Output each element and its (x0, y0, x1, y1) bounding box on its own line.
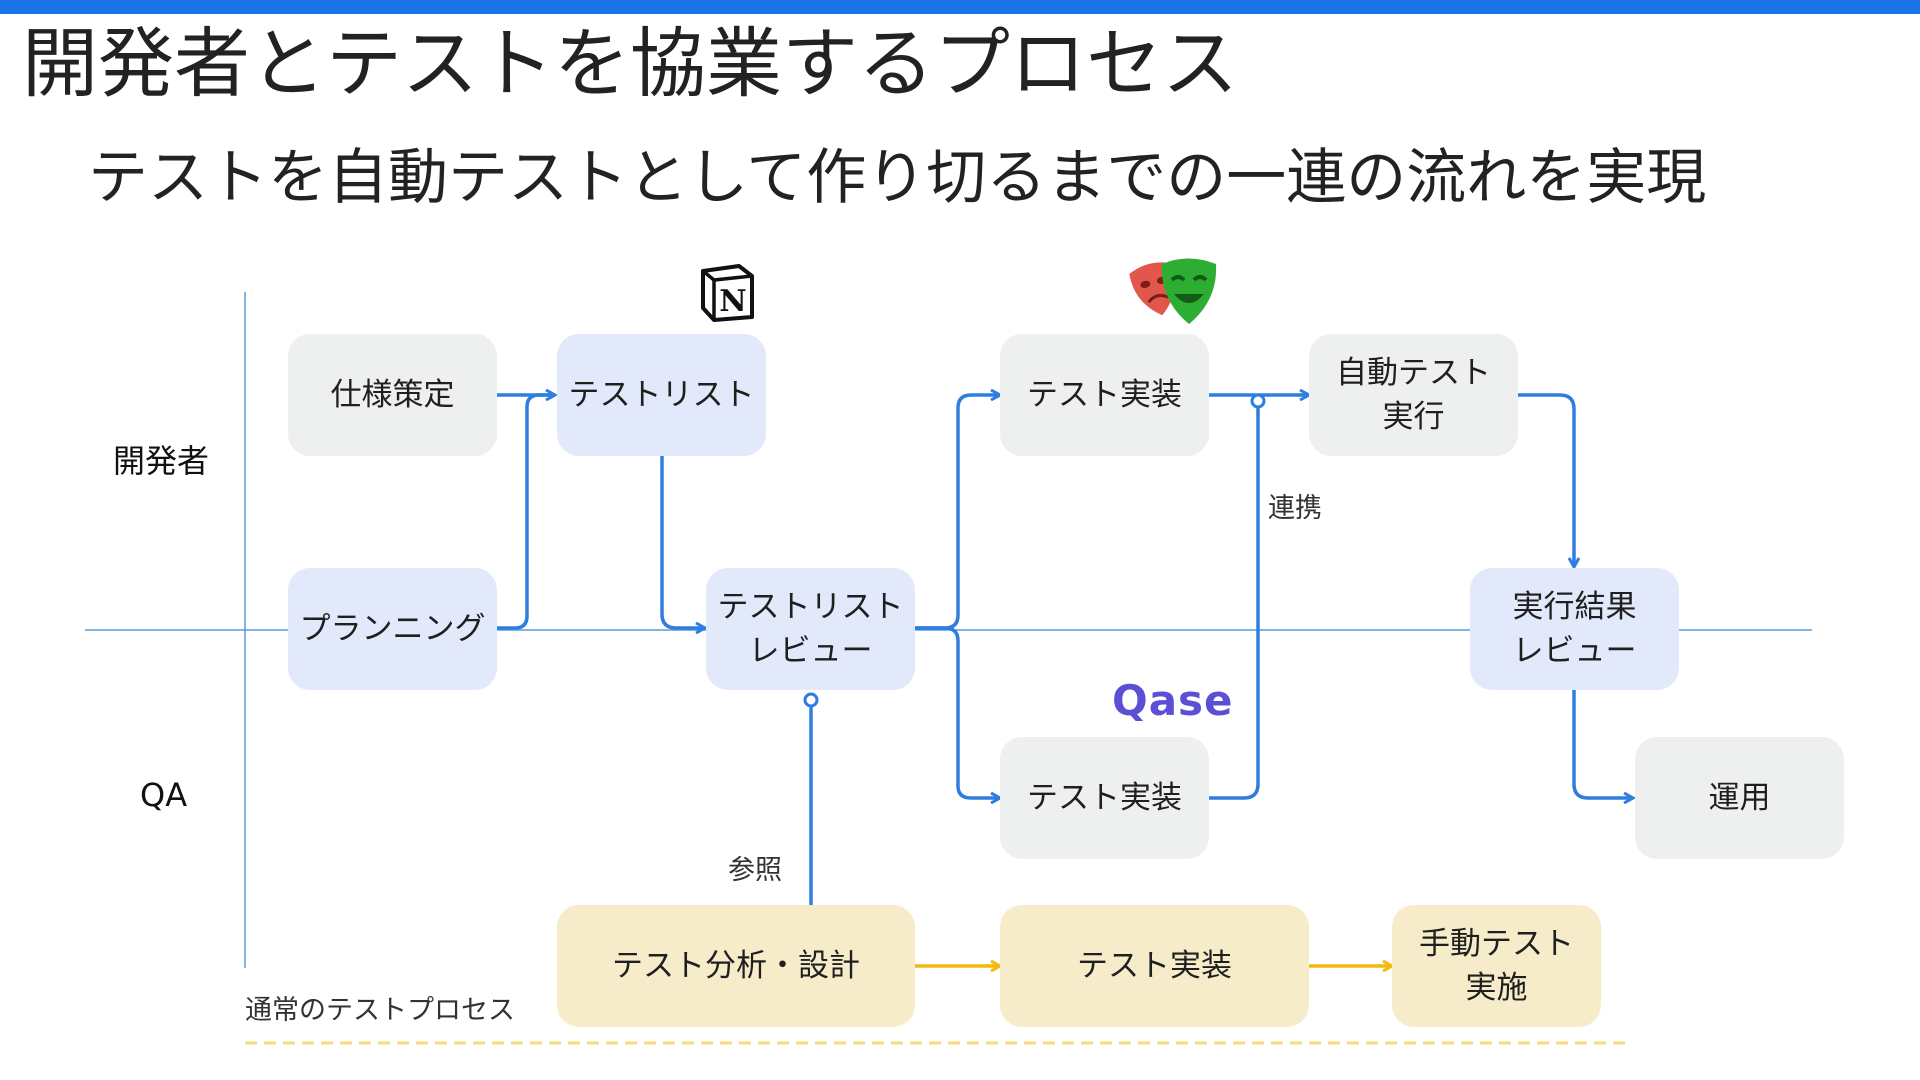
box-impl-qa: テスト実装 (1000, 737, 1209, 859)
box-auto-run: 自動テスト 実行 (1309, 334, 1518, 456)
note-ref: 参照 (728, 855, 782, 886)
box-impl-dev: テスト実装 (1000, 334, 1209, 456)
arrow-result-review-to-operation (1572, 690, 1633, 798)
svg-text:N: N (719, 284, 746, 319)
box-planning: プランニング (288, 568, 497, 690)
notion-logo: N (697, 262, 757, 322)
link-impl-qa-to-impl-dev (1209, 401, 1260, 800)
top-accent-bar (0, 0, 1920, 14)
box-operation: 運用 (1635, 737, 1844, 859)
lane-label-qa: QA (140, 776, 188, 814)
note-link: 連携 (1268, 493, 1322, 524)
box-analysis: テスト分析・設計 (557, 905, 915, 1027)
ref-junction-dot (803, 692, 819, 708)
link-junction-dot (1250, 393, 1266, 409)
box-impl-normal: テスト実装 (1000, 905, 1309, 1027)
box-testlist: テストリスト (557, 334, 766, 456)
page-subtitle: テストを自動テストとして作り切るまでの一連の流れを実現 (88, 143, 1707, 213)
arrow-review-to-impl-qa (915, 626, 1000, 798)
arrow-planning-to-testlist (497, 393, 555, 630)
box-manual-run: 手動テスト 実施 (1392, 905, 1601, 1027)
lane-label-dev: 開発者 (113, 442, 210, 480)
page-title: 開発者とテストを協業するプロセス (22, 19, 1238, 108)
box-testlist-review: テストリスト レビュー (706, 568, 915, 690)
arrow-auto-run-to-result-review (1518, 393, 1574, 567)
arrow-review-to-impl-dev (915, 395, 1000, 630)
playwright-logo (1128, 254, 1224, 328)
note-normal-process: 通常のテストプロセス (245, 995, 515, 1026)
qase-logo: Qase (1112, 676, 1234, 725)
box-result-review: 実行結果 レビュー (1470, 568, 1679, 690)
arrow-testlist-to-review (660, 456, 705, 628)
box-spec: 仕様策定 (288, 334, 497, 456)
